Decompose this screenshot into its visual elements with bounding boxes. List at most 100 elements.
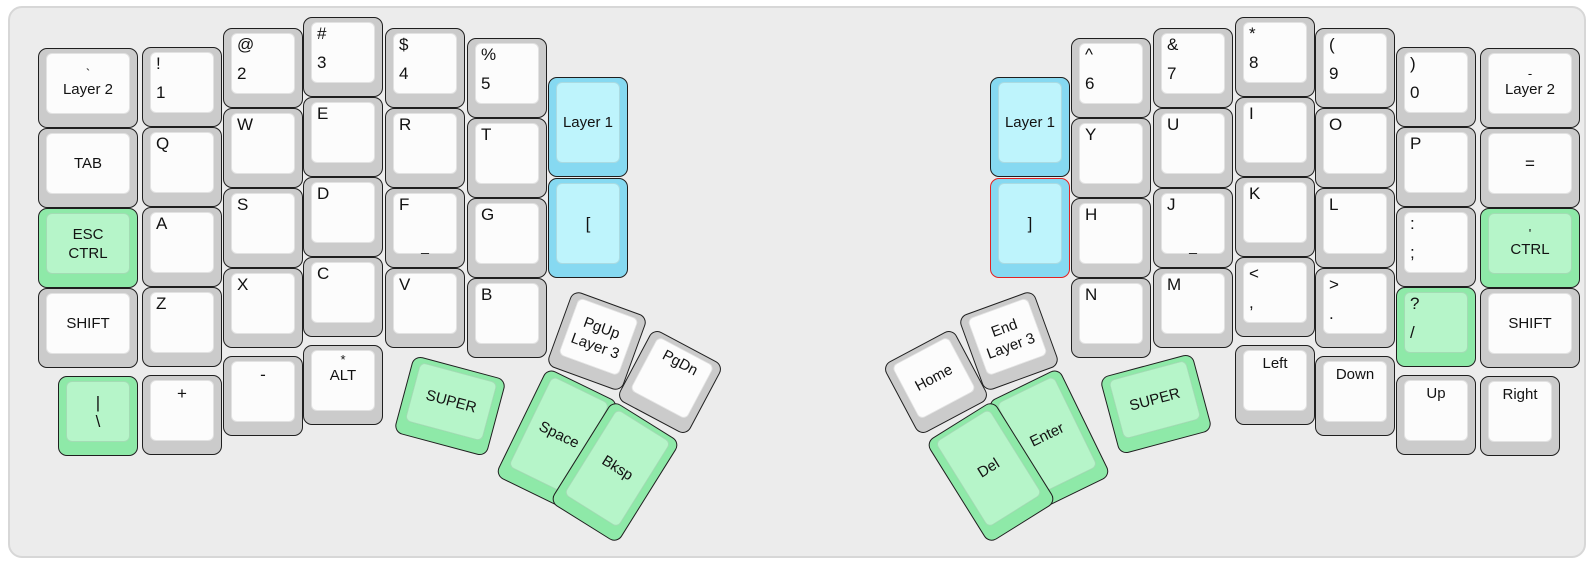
- key-left-arrow[interactable]: Left: [1235, 345, 1315, 425]
- key-label: SHIFT: [1508, 315, 1552, 332]
- key-z[interactable]: Z: [142, 287, 222, 367]
- key-4[interactable]: $4: [385, 28, 465, 108]
- keycap-top: U: [1161, 113, 1225, 174]
- key-label: R: [399, 115, 412, 134]
- key-u[interactable]: U: [1153, 108, 1233, 188]
- key-h[interactable]: H: [1071, 198, 1151, 278]
- key-plus[interactable]: +: [142, 375, 222, 455]
- key-label: Layer 1: [562, 114, 614, 131]
- key-rbracket[interactable]: ]: [990, 178, 1070, 278]
- keycap-top: O: [1323, 113, 1387, 174]
- key-a[interactable]: A: [142, 207, 222, 287]
- key-period[interactable]: >.: [1315, 268, 1395, 348]
- key-label: Bksp: [598, 452, 637, 485]
- keycap-top: R: [393, 113, 457, 174]
- key-1[interactable]: !1: [142, 47, 222, 127]
- key-label: ': [1528, 226, 1532, 241]
- key-0[interactable]: )0: [1396, 47, 1476, 127]
- key-l[interactable]: L: [1315, 188, 1395, 268]
- key-s[interactable]: S: [223, 188, 303, 268]
- key-minus-left[interactable]: -: [223, 356, 303, 436]
- keycap-top: $4: [393, 33, 457, 94]
- key-minus-layer2[interactable]: -Layer 2: [1480, 48, 1580, 128]
- keycap-top: V: [393, 273, 457, 334]
- key-legend-stack: SUPER: [1110, 361, 1201, 438]
- key-pipe-backslash[interactable]: |\: [58, 376, 138, 456]
- key-b[interactable]: B: [467, 278, 547, 358]
- keycap-top: [: [556, 183, 620, 264]
- key-right-arrow[interactable]: Right: [1480, 376, 1560, 456]
- keycap-top: M: [1161, 273, 1225, 334]
- keycap-top: -Layer 2: [1488, 53, 1572, 114]
- key-label: Up: [1426, 385, 1446, 402]
- key-grave-layer2[interactable]: `Layer 2: [38, 48, 138, 128]
- key-lbracket[interactable]: [: [548, 178, 628, 278]
- key-comma[interactable]: <,: [1235, 257, 1315, 337]
- key-x[interactable]: X: [223, 268, 303, 348]
- key-n[interactable]: N: [1071, 278, 1151, 358]
- key-label: &: [1167, 35, 1179, 54]
- key-j[interactable]: J_: [1153, 188, 1233, 268]
- key-e[interactable]: E: [303, 97, 383, 177]
- key-legend-stack: |\: [67, 382, 129, 441]
- key-semicolon[interactable]: :;: [1396, 207, 1476, 287]
- keycap-top: #3: [311, 22, 375, 83]
- keycap-top: X: [231, 273, 295, 334]
- keycap-top: ]: [998, 183, 1062, 264]
- key-legend-stack: SUPER: [406, 363, 497, 440]
- key-tab[interactable]: TAB: [38, 128, 138, 208]
- key-shift-right[interactable]: SHIFT: [1480, 288, 1580, 368]
- key-5[interactable]: %5: [467, 38, 547, 118]
- key-legend-stack: -Layer 2: [1489, 54, 1571, 113]
- key-label: :: [1410, 214, 1415, 233]
- key-legend-stack: Down: [1324, 362, 1386, 421]
- key-r[interactable]: R: [385, 108, 465, 188]
- key-m[interactable]: M: [1153, 268, 1233, 348]
- key-label: J: [1167, 195, 1176, 214]
- key-down-arrow[interactable]: Down: [1315, 356, 1395, 436]
- key-2[interactable]: @2: [223, 28, 303, 108]
- key-3[interactable]: #3: [303, 17, 383, 97]
- key-9[interactable]: (9: [1315, 28, 1395, 108]
- key-label: M: [1167, 275, 1182, 294]
- key-7[interactable]: &7: [1153, 28, 1233, 108]
- key-label: 5: [481, 73, 491, 93]
- keycap-top: ^6: [1079, 43, 1143, 104]
- key-q[interactable]: Q: [142, 127, 222, 207]
- keycap-top: `Layer 2: [46, 53, 130, 114]
- key-legend-stack: Right: [1489, 382, 1551, 441]
- key-slash[interactable]: ?/: [1396, 287, 1476, 367]
- key-legend-stack: TAB: [47, 134, 129, 193]
- keycap-top: =: [1488, 133, 1572, 194]
- key-k[interactable]: K: [1235, 177, 1315, 257]
- key-label: /: [1410, 322, 1415, 342]
- key-6[interactable]: ^6: [1071, 38, 1151, 118]
- key-p[interactable]: P: [1396, 127, 1476, 207]
- key-8[interactable]: *8: [1235, 17, 1315, 97]
- key-t[interactable]: T: [467, 118, 547, 198]
- key-up-arrow[interactable]: Up: [1396, 375, 1476, 455]
- key-legend-stack: Up: [1405, 381, 1467, 440]
- key-asterisk-alt[interactable]: *ALT: [303, 345, 383, 425]
- key-y[interactable]: Y: [1071, 118, 1151, 198]
- key-c[interactable]: C: [303, 257, 383, 337]
- keycap-top: G: [475, 203, 539, 264]
- key-f[interactable]: F_: [385, 188, 465, 268]
- key-v[interactable]: V: [385, 268, 465, 348]
- key-equals[interactable]: =: [1480, 128, 1580, 208]
- key-layer1-right[interactable]: Layer 1: [990, 77, 1070, 177]
- key-i[interactable]: I: [1235, 97, 1315, 177]
- key-o[interactable]: O: [1315, 108, 1395, 188]
- key-shift-left[interactable]: SHIFT: [38, 288, 138, 368]
- key-w[interactable]: W: [223, 108, 303, 188]
- key-label: B: [481, 285, 493, 304]
- key-quote-ctrl[interactable]: 'CTRL: [1480, 208, 1580, 288]
- key-g[interactable]: G: [467, 198, 547, 278]
- key-d[interactable]: D: [303, 177, 383, 257]
- key-label: SHIFT: [66, 315, 110, 332]
- keycap-top: S: [231, 193, 295, 254]
- key-layer1-left[interactable]: Layer 1: [548, 77, 628, 177]
